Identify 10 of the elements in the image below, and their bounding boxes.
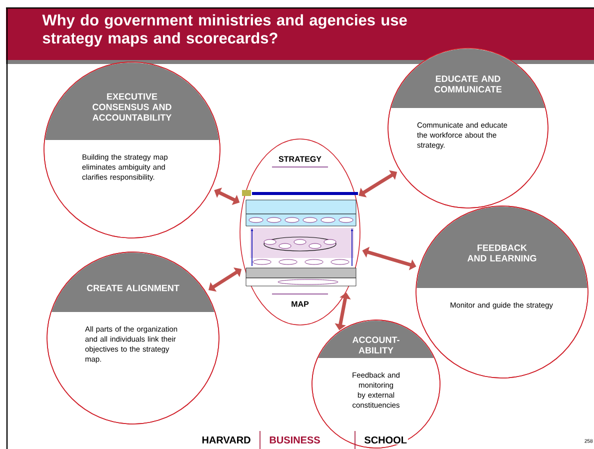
circle-heading: EXECUTIVE CONSENSUS AND ACCOUNTABILITY bbox=[92, 93, 172, 121]
circle-heading: ACCOUNT- ABILITY bbox=[352, 336, 400, 354]
circle-heading: EDUCATE AND COMMUNICATE bbox=[434, 76, 502, 92]
circle-heading: CREATE ALIGNMENT bbox=[86, 284, 180, 292]
map-title: MAP bbox=[292, 301, 309, 307]
map-title: STRATEGY bbox=[278, 156, 322, 162]
footer-text: HARVARD bbox=[200, 436, 252, 444]
footer-text: BUSINESS bbox=[268, 435, 322, 445]
title: Why do government ministries and agencies use strategy maps and scorecards? bbox=[42, 14, 407, 47]
circle-heading: FEEDBACK AND LEARNING bbox=[467, 244, 536, 262]
